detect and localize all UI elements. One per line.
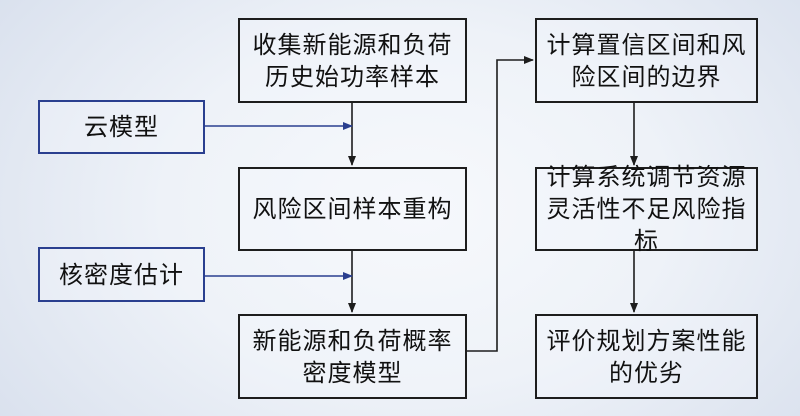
collect-samples-label: 收集新能源和负荷历史始功率样本 [252, 30, 453, 91]
evaluate-box: 评价规划方案性能的优劣 [535, 314, 758, 399]
pdf-model-box: 新能源和负荷概率密度模型 [238, 314, 467, 399]
bounds-label: 计算置信区间和风险区间的边界 [546, 30, 747, 91]
cloud-model-box: 云模型 [38, 100, 205, 154]
cloud-model-label: 云模型 [84, 113, 159, 141]
bounds-box: 计算置信区间和风险区间的边界 [535, 18, 758, 103]
collect-samples-box: 收集新能源和负荷历史始功率样本 [238, 18, 467, 103]
kde-box: 核密度估计 [38, 247, 205, 302]
pdf-model-label: 新能源和负荷概率密度模型 [252, 326, 453, 387]
reconstruct-box: 风险区间样本重构 [238, 167, 467, 251]
kde-label: 核密度估计 [59, 260, 184, 289]
reconstruct-label: 风险区间样本重构 [252, 195, 453, 223]
risk-index-label: 计算系统调节资源灵活性不足风险指标 [546, 163, 747, 255]
arrow-pdf-to-bounds [467, 56, 534, 352]
evaluate-label: 评价规划方案性能的优劣 [546, 326, 747, 387]
risk-index-box: 计算系统调节资源灵活性不足风险指标 [535, 163, 758, 255]
